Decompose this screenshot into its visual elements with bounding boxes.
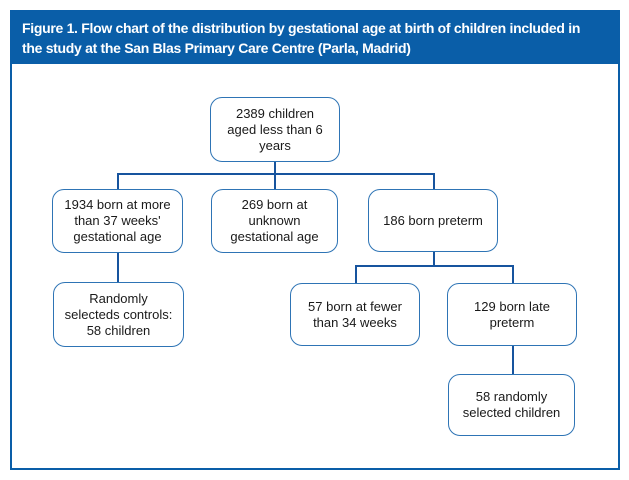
connector-to-preterm [433, 173, 435, 190]
node-random-controls: Randomly selecteds controls: 58 children [53, 282, 184, 347]
node-unknown-age: 269 born at unknown gestational age [211, 189, 338, 253]
node-selected-children: 58 randomly selected children [448, 374, 575, 436]
connector-row3-horizontal [355, 265, 514, 267]
connector-preterm-down [433, 251, 435, 267]
connector-to-term [117, 173, 119, 190]
connector-term-controls [117, 252, 119, 283]
node-late-preterm: 129 born late preterm [447, 283, 577, 346]
node-preterm: 186 born preterm [368, 189, 498, 252]
connector-to-late-preterm [512, 265, 514, 284]
node-term-births: 1934 born at more than 37 weeks' gestati… [52, 189, 183, 253]
connector-to-under34 [355, 265, 357, 284]
connector-late-preterm-selected [512, 345, 514, 375]
connector-row2-horizontal [117, 173, 435, 175]
node-under-34-weeks: 57 born at fewer than 34 weeks [290, 283, 420, 346]
connector-total-down [274, 161, 276, 175]
figure-caption: Figure 1. Flow chart of the distribution… [10, 10, 620, 64]
connector-to-unknown [274, 173, 276, 190]
node-total-children: 2389 children aged less than 6 years [210, 97, 340, 162]
figure-caption-line2: the study at the San Blas Primary Care C… [22, 40, 411, 56]
figure-caption-line1: Figure 1. Flow chart of the distribution… [22, 20, 581, 36]
